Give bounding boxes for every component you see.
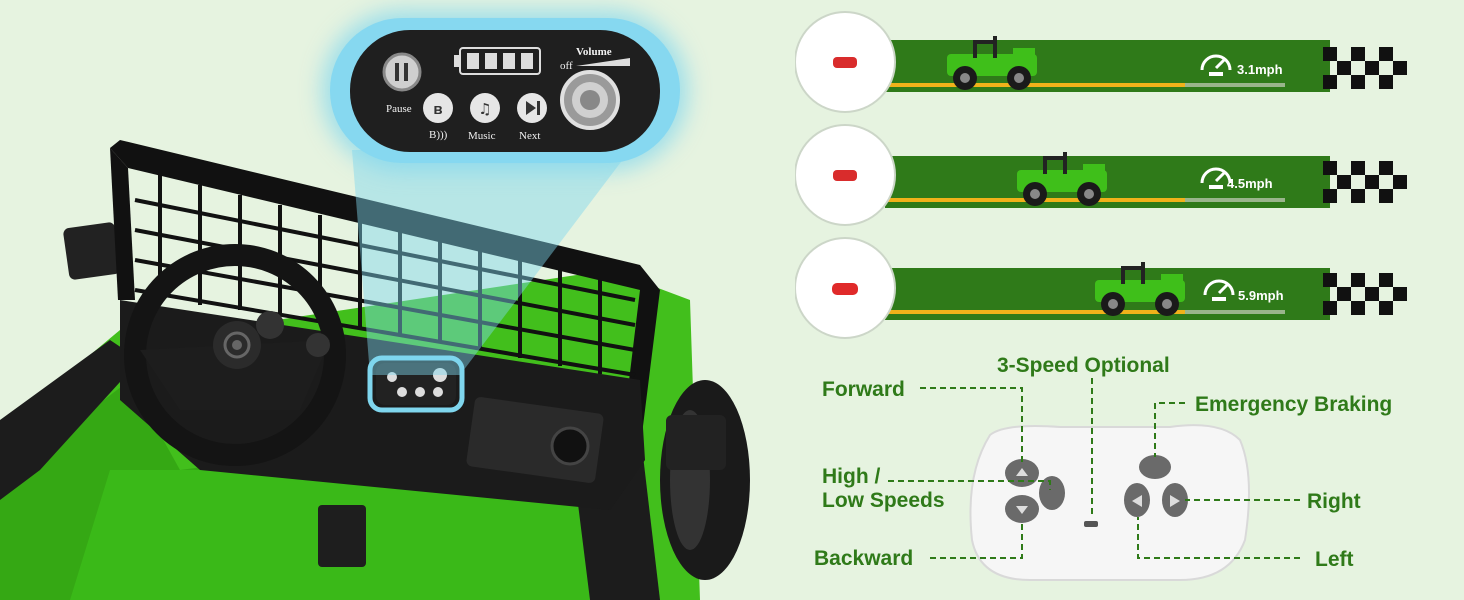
speed-indicator-light <box>833 57 857 68</box>
speed-row-1: 3.1mph <box>795 11 1407 113</box>
volume-knob-icon <box>560 58 630 130</box>
bluetooth-icon: ʙ <box>423 93 453 123</box>
speed-rows: 3.1mph 4.5mph 5.9mph <box>795 11 1407 339</box>
speed-switch <box>1084 521 1098 527</box>
checkered-flag-icon <box>1323 47 1407 89</box>
checkered-flag-icon <box>1323 161 1407 203</box>
volume-label: Volume <box>576 46 612 58</box>
checkered-flag-icon <box>1323 273 1407 315</box>
speed-indicator-light <box>832 283 858 295</box>
pause-label: Pause <box>386 103 412 115</box>
speed-value: 5.9mph <box>1238 288 1284 303</box>
music-label: Music <box>468 130 496 142</box>
forward-label: Forward <box>822 378 905 401</box>
remote-controller: 3-Speed Optional Forward High / Low Spee… <box>814 354 1392 581</box>
emergency-braking-label: Emergency Braking <box>1195 393 1392 416</box>
music-icon: ♫ <box>470 93 500 123</box>
speed-row-2: 4.5mph <box>795 124 1407 226</box>
high-low-label-line2: Low Speeds <box>822 489 945 512</box>
car-interior-illustration <box>0 140 750 600</box>
control-panel: ʙ ♫ Pause B))) Music Next Volume off <box>350 30 660 152</box>
speed-value: 4.5mph <box>1227 176 1273 191</box>
speed-value: 3.1mph <box>1237 62 1283 77</box>
right-direction-pad <box>1124 455 1188 517</box>
left-label: Left <box>1315 548 1354 571</box>
pause-button <box>382 52 422 92</box>
next-label: Next <box>519 130 540 142</box>
speed-row-3: 5.9mph <box>795 237 1407 339</box>
svg-text:♫: ♫ <box>478 100 491 118</box>
three-speed-label: 3-Speed Optional <box>997 354 1170 377</box>
svg-text:ʙ: ʙ <box>433 101 442 118</box>
next-icon <box>517 93 547 123</box>
battery-icon <box>454 47 541 75</box>
bluetooth-label: B))) <box>429 129 448 141</box>
high-low-label-line1: High / <box>822 465 880 488</box>
right-label: Right <box>1307 490 1361 513</box>
backward-label: Backward <box>814 547 913 570</box>
speed-indicator-light <box>833 170 857 181</box>
off-label: off <box>560 60 573 72</box>
